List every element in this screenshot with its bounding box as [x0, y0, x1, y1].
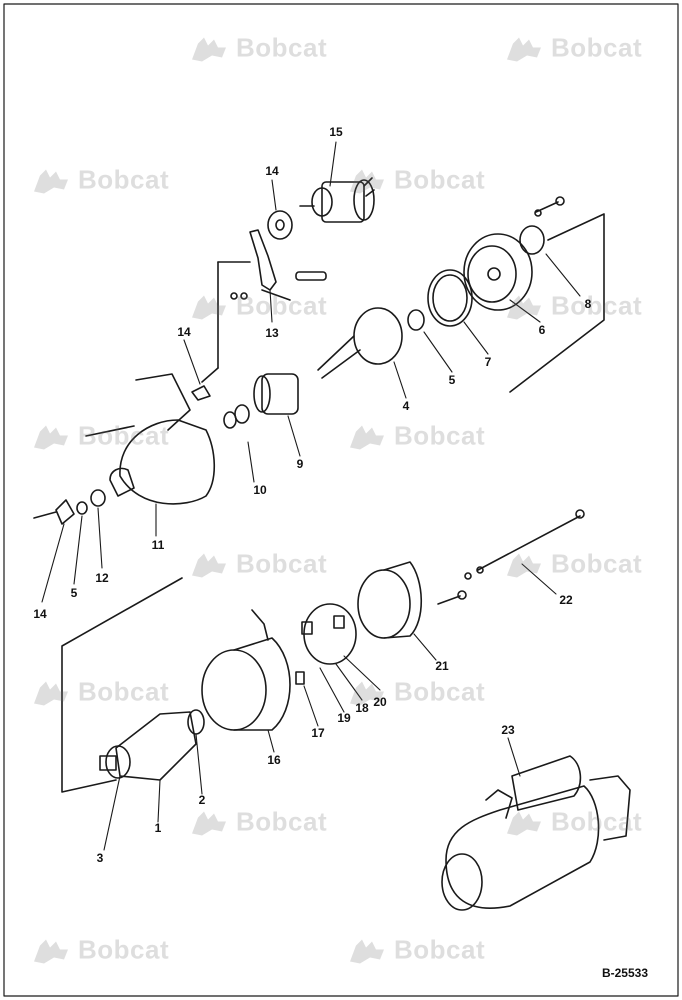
callout-number: 2 — [198, 793, 206, 807]
page-border — [3, 3, 679, 997]
callout-number: 13 — [265, 326, 279, 340]
callout-number: 22 — [559, 593, 573, 607]
brush-holder-part — [301, 603, 357, 665]
bobcat-watermark: Bobcat — [346, 421, 485, 452]
callout-number: 5 — [448, 373, 456, 387]
bobcat-watermark: Bobcat — [346, 677, 485, 708]
bobcat-logo-icon — [507, 811, 541, 835]
bobcat-logo-icon — [507, 553, 541, 577]
watermark-text: Bobcat — [394, 676, 486, 707]
callout-number: 21 — [435, 659, 449, 673]
callout-number: 15 — [329, 125, 343, 139]
bobcat-logo-icon — [350, 169, 384, 193]
callout-number: 20 — [373, 695, 387, 709]
end-cover-bolt — [534, 196, 565, 217]
bobcat-watermark: Bobcat — [188, 291, 327, 322]
callout-number: 7 — [484, 355, 492, 369]
watermark-text: Bobcat — [236, 548, 328, 579]
callout-number: 5 — [70, 586, 78, 600]
watermark-text: Bobcat — [394, 164, 486, 195]
bobcat-logo-icon — [192, 553, 226, 577]
bobcat-watermark: Bobcat — [30, 935, 169, 966]
field-frame-part — [201, 609, 305, 731]
watermark-text: Bobcat — [236, 290, 328, 321]
bobcat-logo-icon — [350, 425, 384, 449]
bobcat-watermark: Bobcat — [188, 33, 327, 64]
callout-number: 12 — [95, 571, 109, 585]
bobcat-watermark: Bobcat — [188, 549, 327, 580]
washer-part — [267, 210, 293, 240]
bobcat-logo-icon — [507, 295, 541, 319]
end-cover-part — [463, 233, 533, 311]
bobcat-watermark: Bobcat — [30, 165, 169, 196]
callout-number: 14 — [177, 325, 191, 339]
drive-housing-part — [85, 373, 216, 505]
bobcat-logo-icon — [192, 295, 226, 319]
watermark-text: Bobcat — [551, 548, 643, 579]
callout-number: 9 — [296, 457, 304, 471]
spring-washer-part — [407, 309, 425, 331]
callout-number: 18 — [355, 701, 369, 715]
bobcat-logo-icon — [507, 37, 541, 61]
snap-ring-part — [234, 404, 250, 424]
watermark-text: Bobcat — [78, 420, 170, 451]
armature-part — [99, 709, 205, 781]
callout-number: 14 — [33, 607, 47, 621]
bobcat-watermark: Bobcat — [503, 33, 642, 64]
callout-number: 17 — [311, 726, 325, 740]
assembled-starter-part — [441, 755, 631, 911]
callout-number: 6 — [538, 323, 546, 337]
intermediate-housing-part — [317, 307, 403, 379]
o-ring-part — [519, 225, 545, 255]
watermark-text: Bobcat — [394, 420, 486, 451]
bobcat-logo-icon — [350, 939, 384, 963]
callout-number: 23 — [501, 723, 515, 737]
bobcat-logo-icon — [192, 37, 226, 61]
callout-number: 11 — [151, 538, 165, 552]
bobcat-watermark: Bobcat — [30, 421, 169, 452]
lock-plate-part — [191, 385, 211, 401]
bobcat-watermark: Bobcat — [188, 807, 327, 838]
through-bolt-part — [477, 515, 581, 571]
bobcat-logo-icon — [192, 811, 226, 835]
watermark-text: Bobcat — [551, 806, 643, 837]
callout-number: 8 — [584, 297, 592, 311]
figure-id: B-25533 — [601, 966, 648, 980]
watermark-text: Bobcat — [78, 934, 170, 965]
pinion-drive-part — [253, 373, 299, 415]
bobcat-logo-icon — [34, 939, 68, 963]
bobcat-watermark: Bobcat — [346, 935, 485, 966]
solenoid-part — [299, 177, 375, 223]
callout-number: 16 — [267, 753, 281, 767]
callout-number: 19 — [337, 711, 351, 725]
ring-part — [427, 269, 473, 327]
leader-lines — [41, 141, 581, 851]
bobcat-watermark: Bobcat — [503, 291, 642, 322]
bobcat-watermark: Bobcat — [503, 807, 642, 838]
yoke-part — [357, 561, 467, 639]
watermark-text: Bobcat — [236, 32, 328, 63]
watermark-text: Bobcat — [78, 164, 170, 195]
bobcat-logo-icon — [34, 681, 68, 705]
watermark-text: Bobcat — [78, 676, 170, 707]
callout-number: 1 — [154, 821, 162, 835]
callout-number: 10 — [253, 483, 267, 497]
callout-number: 3 — [96, 851, 104, 865]
bobcat-logo-icon — [34, 169, 68, 193]
callout-number: 14 — [265, 164, 279, 178]
bobcat-logo-icon — [34, 425, 68, 449]
shift-lever-part — [230, 229, 327, 301]
bobcat-watermark: Bobcat — [503, 549, 642, 580]
bobcat-watermark: Bobcat — [346, 165, 485, 196]
watermark-text: Bobcat — [236, 806, 328, 837]
bearing-cover-part — [33, 489, 106, 525]
callout-number: 4 — [402, 399, 410, 413]
watermark-text: Bobcat — [394, 934, 486, 965]
bobcat-watermark: Bobcat — [30, 677, 169, 708]
watermark-text: Bobcat — [551, 290, 643, 321]
watermark-text: Bobcat — [551, 32, 643, 63]
bobcat-logo-icon — [350, 681, 384, 705]
